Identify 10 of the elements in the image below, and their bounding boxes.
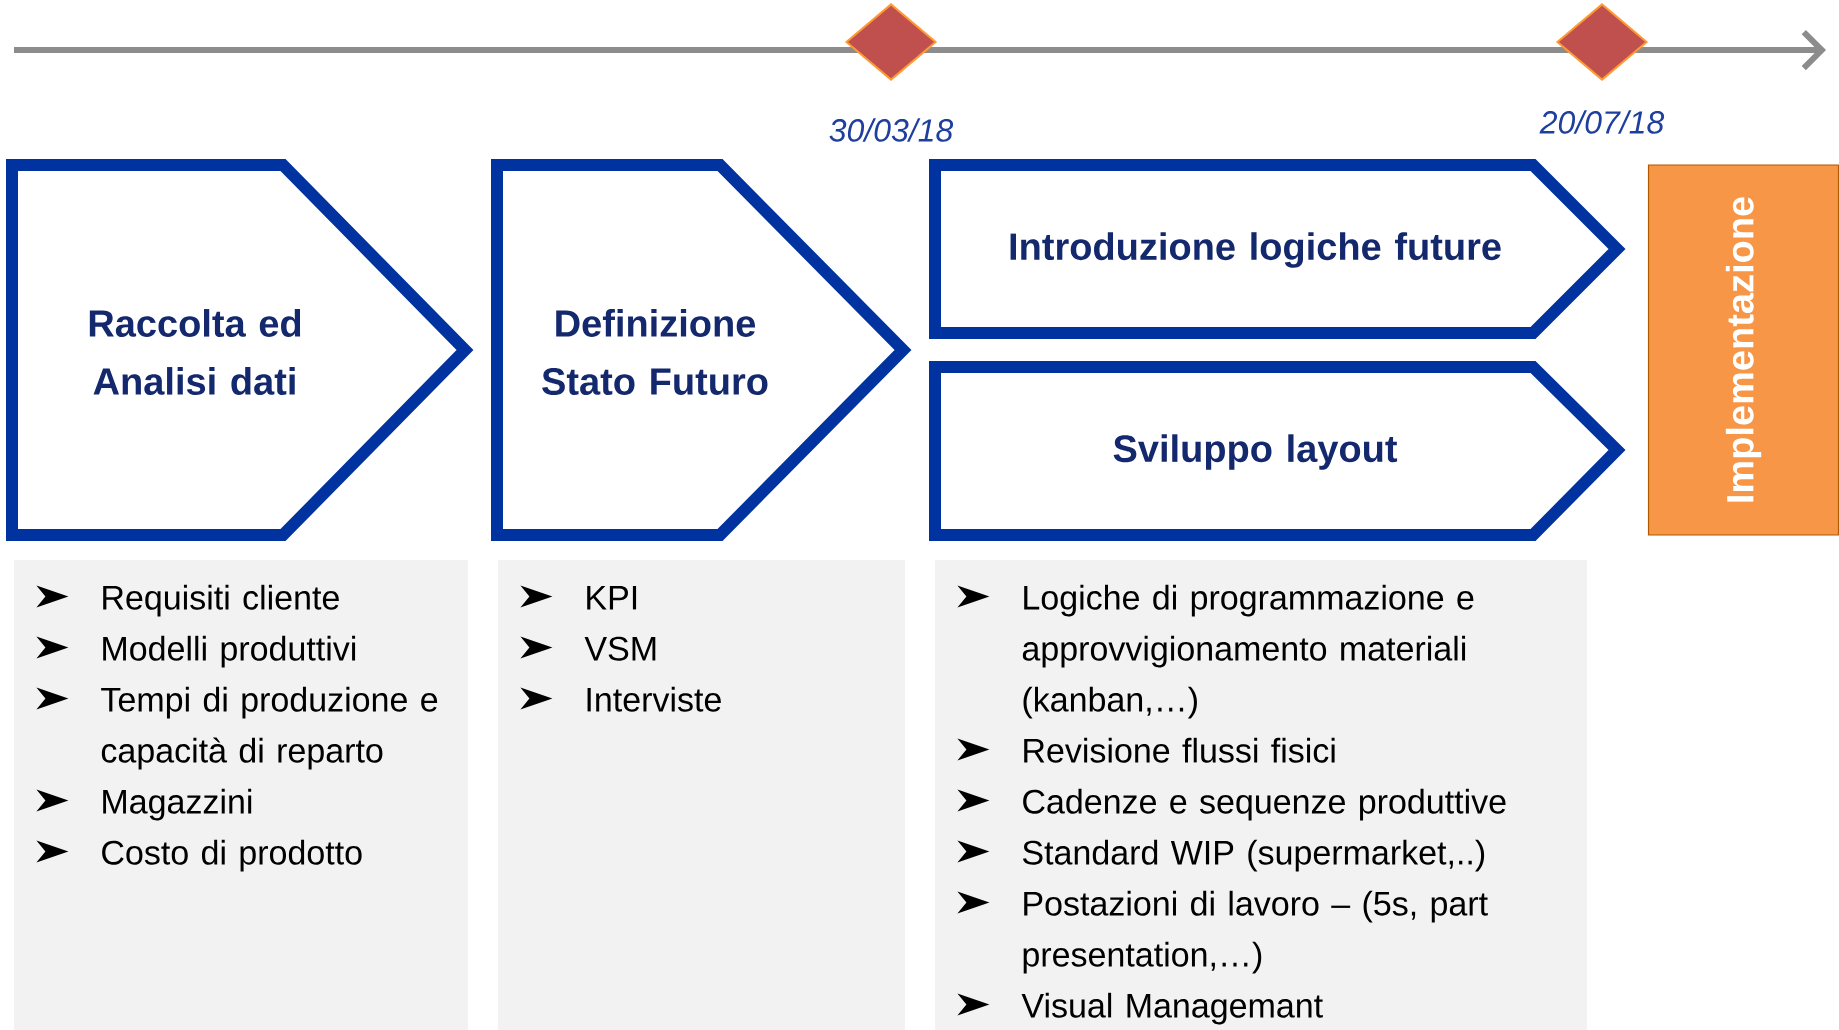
bullet-panel: Requisiti cliente Modelli produttivi Tempi di produzione e capacità di reparto Magazzini Costo di prodotto xyxy=(14,560,468,1030)
chevron-box: Raccolta ed Analisi dati xyxy=(6,159,474,541)
date-label: 30/03/18 xyxy=(829,118,954,142)
chevron-box: Sviluppo layout xyxy=(929,361,1626,541)
chevron-box: Definizione Stato Futuro xyxy=(491,159,912,541)
bullet-panel: Logiche di programmazione e approvvigionamento materiali (kanban,…) Revisione flussi fisici Cadenze e sequenze produttive Standard WIP (supermarket,..) Postazioni di lavoro – (5s, part presentation,…) Visual Managemant xyxy=(935,560,1587,1030)
date-label: 20/07/18 xyxy=(1539,110,1665,134)
bullet-panel: KPI VSM Interviste xyxy=(498,560,905,1030)
chevron-box: Introduzione logiche future xyxy=(929,159,1626,339)
phase-box: Implementazione xyxy=(1647,164,1839,536)
